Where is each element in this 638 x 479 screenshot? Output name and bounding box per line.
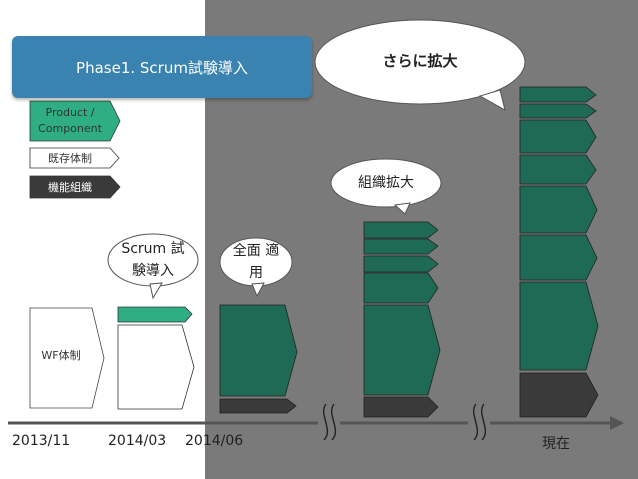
bubble-scrum-text: Scrum 試験導入 — [121, 241, 185, 279]
timeline-label-current: 現在 — [542, 436, 570, 452]
timeline-label-2014-06: 2014/06 — [185, 433, 244, 449]
legend-product-label: Product / Component — [38, 106, 102, 135]
legend-product-shape — [29, 100, 121, 142]
timeline-break-2 — [468, 403, 490, 442]
timeline-label-2014-03: 2014/03 — [108, 433, 167, 449]
current-team-6 — [519, 234, 598, 281]
scrum-pilot-team — [117, 306, 193, 323]
bubble-expand-org — [330, 158, 442, 215]
legend-functional-label: 機能組織 — [48, 181, 92, 194]
bubble-expand-more-text: さらに拡大 — [382, 52, 458, 70]
timeline-label-2013-11: 2013/11 — [12, 433, 71, 449]
functional-team-0614 — [219, 398, 297, 414]
expand-team-5 — [363, 304, 441, 396]
bubble-scrum — [107, 233, 199, 300]
timeline-arrowhead — [610, 416, 624, 430]
bubble-full-text: 全面 適用 — [232, 243, 280, 281]
timeline-break-1 — [318, 403, 340, 442]
current-team-7 — [519, 281, 599, 371]
expand-functional — [363, 396, 439, 418]
legend-functional-shape — [29, 175, 121, 199]
bubble-expand-org-text: 組織拡大 — [358, 175, 414, 191]
current-functional — [519, 372, 599, 418]
expand-team-2 — [363, 238, 439, 255]
existing-team-0314 — [117, 324, 195, 410]
wf-label: WF体制 — [41, 349, 81, 362]
legend-existing-shape — [29, 147, 120, 169]
expand-team-4 — [363, 272, 439, 304]
current-team-1 — [519, 86, 597, 103]
current-team-3 — [519, 119, 597, 154]
legend-existing-label: 既存体制 — [48, 152, 92, 165]
phase-banner: Phase1. Scrum試験導入 — [12, 36, 312, 98]
scrum-team-0614 — [219, 304, 298, 397]
current-team-5 — [519, 185, 598, 234]
current-team-2 — [519, 103, 597, 119]
wf-team-shape — [29, 307, 105, 409]
current-team-4 — [519, 154, 597, 185]
bubble-expand-more — [314, 19, 526, 112]
expand-team-3 — [363, 255, 439, 273]
expand-team-1 — [363, 221, 439, 239]
bubble-full — [219, 237, 293, 298]
